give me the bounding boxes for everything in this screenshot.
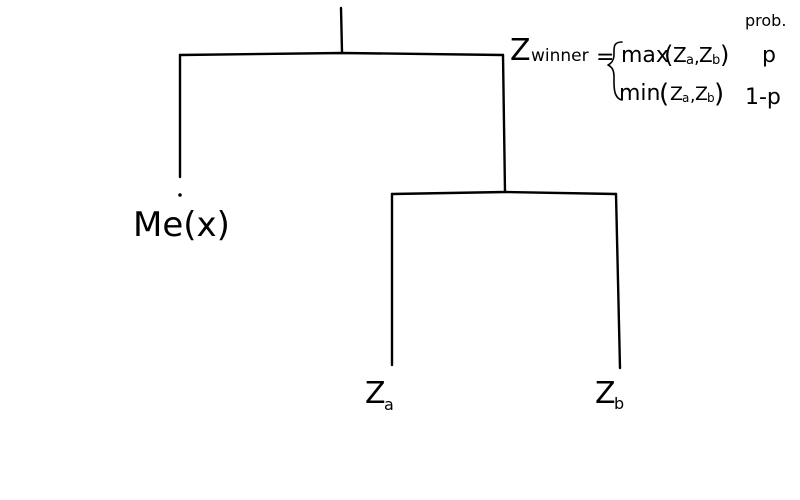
- case-min-prob: 1-p: [745, 85, 781, 110]
- case-min-b: Z: [695, 83, 708, 105]
- case-max-prob: p: [762, 43, 776, 68]
- case-min: min ( Z a , Z b ) 1-p: [619, 79, 781, 110]
- root-stem: [339, 6, 344, 54]
- prob-header: prob.: [745, 11, 786, 30]
- case-max-sep: ,: [694, 47, 700, 68]
- right-branch: [501, 53, 507, 194]
- z-winner-sub: winner: [531, 46, 589, 66]
- leaf-label-me-x: Me(x): [133, 205, 230, 245]
- tree-edges: [178, 6, 622, 370]
- case-min-sep: ,: [690, 86, 695, 106]
- case-min-a-sub: a: [682, 91, 689, 105]
- case-max-func: max: [621, 43, 669, 68]
- case-max-b: Z: [699, 43, 713, 67]
- case-max-a-sub: a: [686, 53, 694, 68]
- equals-sign: =: [596, 45, 614, 70]
- case-max-b-sub: b: [712, 53, 720, 68]
- z-winner-main: Z: [510, 33, 531, 68]
- leaf-za-sub: a: [384, 395, 394, 414]
- leaf-label-zb: Z b: [595, 376, 624, 413]
- case-max-a: Z: [673, 43, 687, 67]
- piecewise-brace: [607, 41, 623, 101]
- case-max-open: (: [664, 41, 673, 69]
- leaf-zb-sub: b: [614, 394, 624, 413]
- branch-zb: [614, 192, 622, 370]
- leaf-zb-main: Z: [595, 376, 616, 411]
- leaf-label-za: Z a: [365, 376, 394, 414]
- internal-node-label: Z winner =: [510, 33, 614, 70]
- leaf-za-main: Z: [365, 376, 386, 411]
- case-min-a: Z: [670, 83, 683, 105]
- top-crossbar: [178, 51, 505, 57]
- bottom-crossbar: [390, 190, 618, 196]
- case-min-func: min: [619, 81, 661, 106]
- case-min-open: (: [659, 79, 669, 109]
- left-leaf-dot: [178, 193, 182, 197]
- case-max: max ( Z a , Z b ) p: [621, 41, 776, 69]
- case-min-b-sub: b: [707, 91, 715, 105]
- case-min-close: ): [714, 79, 724, 109]
- case-max-close: ): [720, 41, 729, 69]
